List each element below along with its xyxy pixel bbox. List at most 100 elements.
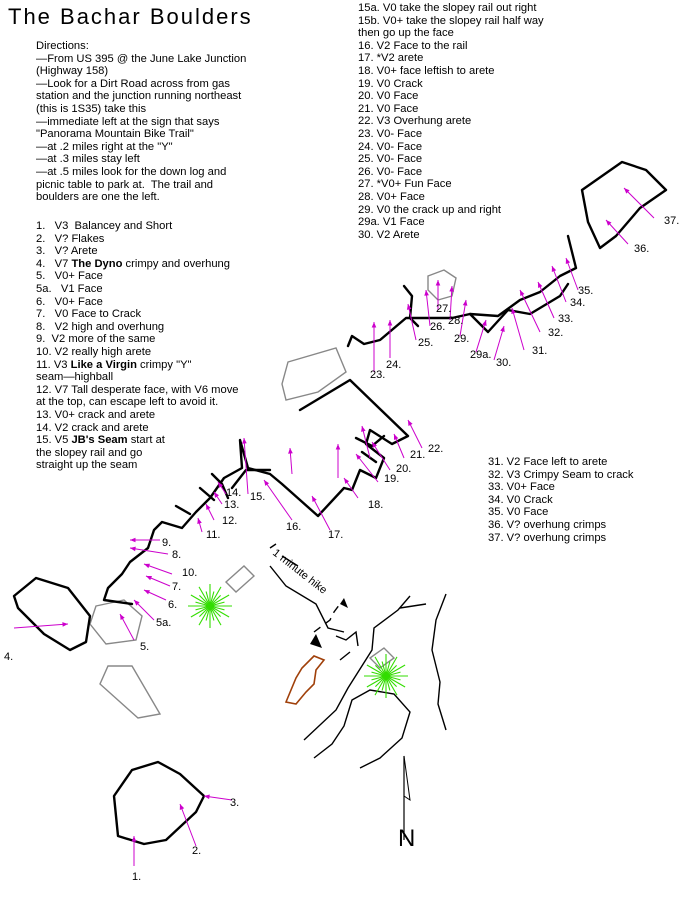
label-p16: 16. bbox=[286, 521, 301, 533]
north-label: N bbox=[398, 825, 415, 852]
problems_left-line: 7. V0 Face to Crack bbox=[36, 308, 239, 321]
problem-text: start at bbox=[127, 434, 165, 447]
directions-block: Directions:—From US 395 @ the June Lake … bbox=[36, 40, 246, 204]
problems_right-line: 31. V2 Face left to arete bbox=[488, 456, 608, 468]
problems_top-line: 18. V0+ face leftish to arete bbox=[358, 64, 495, 77]
problem-text: 1. V3 Balancey and Short bbox=[36, 220, 173, 232]
route-arrow bbox=[13, 623, 69, 629]
problem-name: Like a Virgin bbox=[70, 358, 137, 371]
label-p8: 8. bbox=[172, 549, 181, 561]
problems_right-line: 36. V? overhung crimps bbox=[488, 518, 607, 531]
label-p34: 34. bbox=[570, 297, 585, 309]
label-p23: 23. bbox=[370, 369, 385, 381]
route-arrow bbox=[519, 289, 541, 333]
directions-line: —From US 395 @ the June Lake Junction bbox=[36, 52, 247, 65]
label-p35: 35. bbox=[578, 285, 593, 297]
arrow-head-icon bbox=[356, 454, 362, 460]
label-p5: 5. bbox=[140, 641, 149, 653]
label-p19: 19. bbox=[384, 473, 399, 485]
route-arrow bbox=[263, 479, 293, 521]
hike-label: 1 minute hike bbox=[270, 547, 329, 597]
route-arrow bbox=[407, 303, 417, 341]
label-p29a: 29a. bbox=[470, 349, 491, 361]
arrow-head-icon bbox=[511, 308, 516, 314]
problems_top-line: 20. V0 Face bbox=[358, 90, 419, 103]
hike-trail: 1 minute hike bbox=[270, 547, 348, 648]
trail-path bbox=[269, 565, 345, 633]
arrow-head-icon bbox=[130, 537, 136, 543]
arrow-head-icon bbox=[214, 492, 219, 498]
problems_top-line: 28. V0+ Face bbox=[358, 190, 425, 203]
problems_left-line: 15. V5 JB's Seam start at bbox=[36, 434, 239, 447]
arrow-head-icon bbox=[565, 258, 571, 264]
label-p26: 26. bbox=[430, 321, 445, 333]
problems_right-line: 34. V0 Crack bbox=[488, 493, 553, 506]
problems_right-line: 33. V0+ Face bbox=[488, 481, 555, 494]
label-p36: 36. bbox=[634, 243, 649, 255]
problem-text: straight up the seam bbox=[36, 459, 138, 472]
arrow-head-icon bbox=[372, 442, 377, 448]
route-arrow bbox=[551, 265, 567, 303]
problems_left-line: 5a. V1 Face bbox=[36, 283, 239, 296]
label-p4: 4. bbox=[4, 651, 13, 663]
wall-13 bbox=[174, 472, 230, 516]
problems_left-line: 14. V2 crack and arete bbox=[36, 422, 239, 435]
arrow-head-icon bbox=[130, 546, 136, 552]
problems_top-line: 24. V0- Face bbox=[358, 140, 423, 153]
route-arrow bbox=[425, 289, 431, 327]
problem-text: 3. V? Arete bbox=[36, 245, 98, 258]
problems_left-line: 5. V0+ Face bbox=[36, 270, 239, 283]
problems_left-line: at the top, can escape left to avoid it. bbox=[36, 396, 239, 409]
arrow-head-icon bbox=[408, 420, 413, 426]
wall-upper-right bbox=[468, 282, 570, 334]
arrow-head-icon bbox=[131, 836, 137, 842]
arrow-head-icon bbox=[406, 304, 412, 310]
arrow-head-icon bbox=[144, 563, 150, 569]
problem-text: crimpy "Y" bbox=[136, 358, 192, 371]
label-p22: 22. bbox=[428, 443, 443, 455]
arrow-head-icon bbox=[520, 290, 525, 296]
problem-text: 9. V2 more of the same bbox=[36, 333, 156, 346]
label-p30: 30. bbox=[496, 357, 511, 369]
directions-line: —immediate left at the sign that says bbox=[36, 115, 220, 128]
arrow-head-icon bbox=[197, 518, 202, 524]
arrow-head-icon bbox=[206, 504, 211, 510]
problems_left-line: seam—highball bbox=[36, 371, 239, 384]
arrow-head-icon bbox=[144, 590, 150, 595]
route-arrow bbox=[243, 437, 249, 495]
label-p7: 7. bbox=[172, 581, 181, 593]
label-p12: 12. bbox=[222, 515, 237, 527]
route-arrow bbox=[459, 299, 467, 337]
label-p27: 27. bbox=[436, 303, 451, 315]
arrow-head-icon bbox=[62, 622, 68, 627]
label-p25: 25. bbox=[418, 337, 433, 349]
label-p13: 13. bbox=[224, 499, 239, 511]
trail-lines bbox=[269, 543, 447, 769]
arrow-head-icon bbox=[500, 326, 505, 332]
problems_right-line: 35. V0 Face bbox=[488, 506, 549, 519]
arrow-head-icon bbox=[242, 438, 247, 444]
problems_left-line: 3. V? Arete bbox=[36, 245, 239, 258]
problems_left-line: 10. V2 really high arete bbox=[36, 346, 239, 359]
map-title: The Bachar Boulders bbox=[8, 4, 253, 29]
rock-small-tree bbox=[368, 647, 396, 669]
arrow-head-icon bbox=[394, 434, 399, 440]
route-arrow bbox=[537, 281, 555, 319]
directions-line: Directions: bbox=[36, 40, 89, 52]
problem-text: 13. V0+ crack and arete bbox=[36, 408, 156, 421]
arrow-head-icon bbox=[146, 576, 152, 581]
boulder-1-3 bbox=[112, 760, 206, 846]
problems_top-line: 21. V0 Face bbox=[358, 102, 419, 115]
problem-text: 5a. V1 Face bbox=[36, 282, 103, 295]
label-p31: 31. bbox=[532, 345, 547, 357]
problems_left-line: 11. V3 Like a Virgin crimpy "Y" bbox=[36, 359, 239, 372]
problem-name: The Dyno bbox=[71, 257, 123, 270]
problem-text: 15. V5 bbox=[36, 434, 72, 447]
problem-text: 11. V3 bbox=[36, 358, 71, 371]
problems_top-line: then go up the face bbox=[358, 27, 454, 40]
arrow-head-icon bbox=[424, 290, 429, 296]
rock-panorama bbox=[281, 347, 347, 401]
route-arrow bbox=[511, 307, 525, 351]
label-p11: 11. bbox=[206, 529, 220, 541]
arrow-head-icon bbox=[551, 266, 557, 272]
